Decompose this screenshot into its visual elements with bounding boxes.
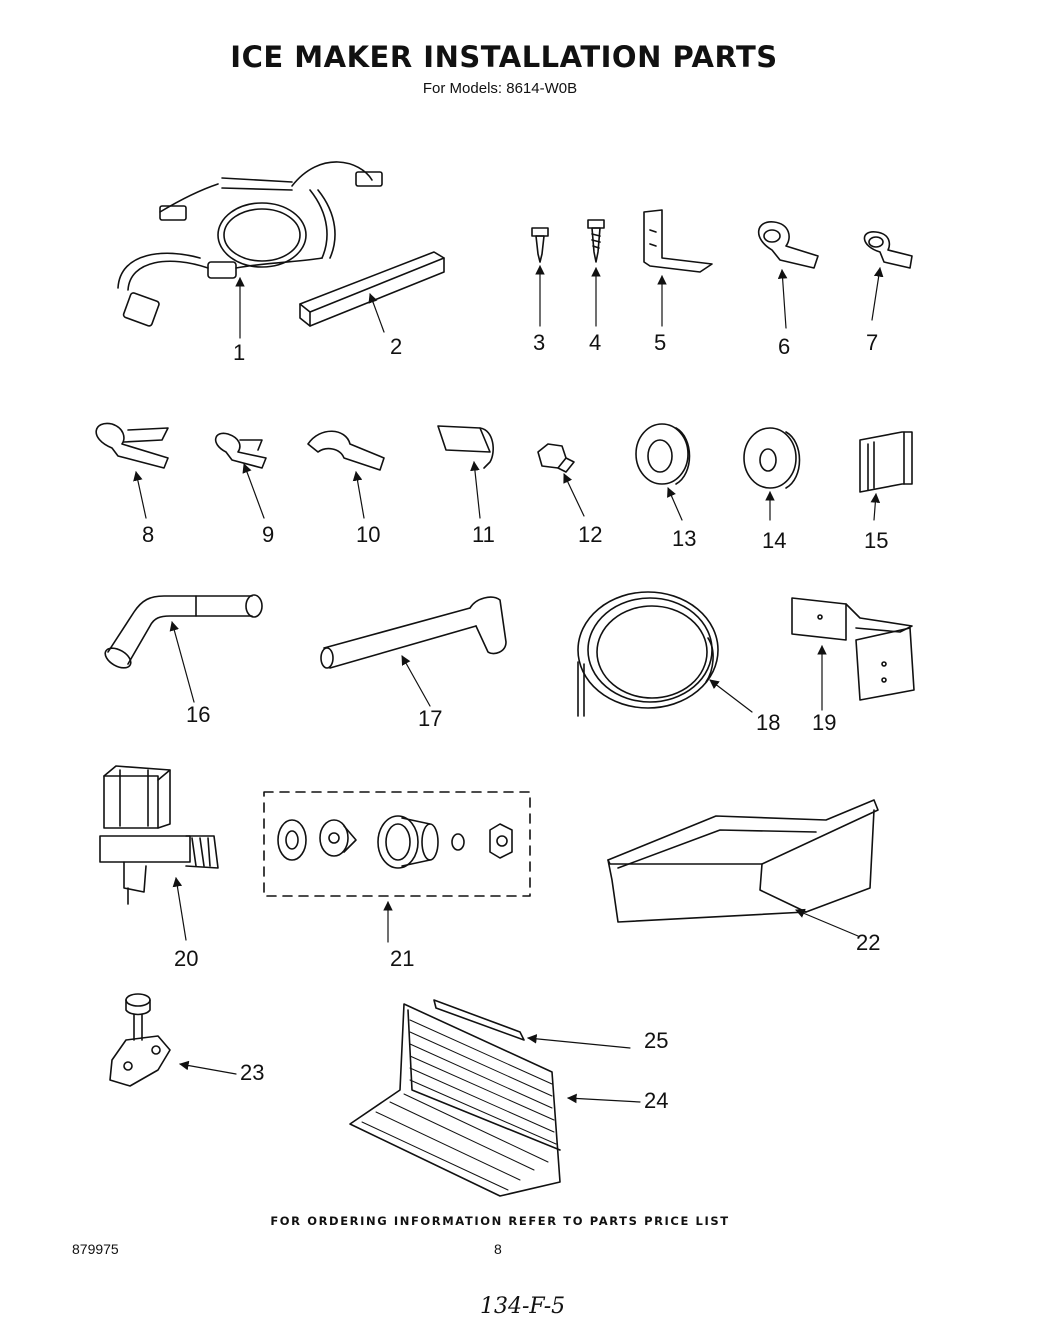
callout-3: 3: [533, 330, 545, 355]
part-12-nut: [537, 443, 575, 473]
part-4-screw: [587, 219, 605, 263]
part-19-bracket: [791, 597, 915, 701]
part-23-shutoff-valve: [109, 993, 171, 1087]
callout-25: 25: [644, 1028, 668, 1053]
callout-numbers: 1 2 3 4 5 6 7 8 9 10 11 12 13 14 15 16 1…: [142, 330, 888, 1113]
callout-20: 20: [174, 946, 198, 971]
callout-16: 16: [186, 702, 210, 727]
document-number: 879975: [72, 1241, 119, 1257]
callout-14: 14: [762, 528, 786, 553]
part-5-bracket: [643, 209, 713, 273]
part-13-grommet: [635, 423, 691, 485]
callout-13: 13: [672, 526, 696, 551]
callout-17: 17: [418, 706, 442, 731]
callout-5: 5: [654, 330, 666, 355]
part-16-elbow-tube: [104, 594, 263, 669]
part-11-clip: [437, 425, 494, 469]
callout-24: 24: [644, 1088, 668, 1113]
callout-2: 2: [390, 334, 402, 359]
callout-6: 6: [778, 334, 790, 359]
callout-8: 8: [142, 522, 154, 547]
handwritten-note: 134-F-5: [480, 1294, 566, 1319]
page-number: 8: [494, 1241, 502, 1257]
part-8-clamp: [95, 422, 169, 469]
callout-19: 19: [812, 710, 836, 735]
part-18-coil-tubing: [577, 591, 719, 717]
part-15-clip: [859, 431, 913, 493]
callout-21: 21: [390, 946, 414, 971]
part-2-channel: [299, 251, 445, 327]
part-6-clamp: [757, 221, 819, 269]
callout-11: 11: [472, 522, 495, 547]
callout-4: 4: [589, 330, 601, 355]
ordering-note: FOR ORDERING INFORMATION REFER TO PARTS …: [270, 1214, 730, 1228]
part-20-water-valve: [99, 765, 219, 905]
part-7-clamp: [863, 231, 913, 269]
callout-10: 10: [356, 522, 380, 547]
part-3-screw: [531, 227, 549, 263]
part-1-wire-harness: [117, 161, 383, 327]
callout-7: 7: [866, 330, 878, 355]
part-21-fitting-kit: [263, 791, 531, 897]
part-22-ice-bin: [607, 799, 879, 923]
callout-22: 22: [856, 930, 880, 955]
part-24-shelf: [349, 1003, 561, 1197]
callout-leaders: [133, 265, 884, 1104]
callout-9: 9: [262, 522, 274, 547]
part-17-fill-tube: [320, 596, 507, 669]
callout-1: 1: [233, 340, 245, 365]
model-subtitle: For Models: 8614-W0B: [422, 80, 578, 97]
page-title: ICE MAKER INSTALLATION PARTS: [230, 40, 778, 74]
part-14-grommet: [743, 427, 801, 489]
part-10-clamp: [307, 430, 385, 471]
callout-18: 18: [756, 710, 780, 735]
callout-15: 15: [864, 528, 888, 553]
callout-23: 23: [240, 1060, 264, 1085]
part-25-strip: [433, 999, 525, 1041]
callout-12: 12: [578, 522, 602, 547]
part-9-clamp: [214, 432, 267, 469]
